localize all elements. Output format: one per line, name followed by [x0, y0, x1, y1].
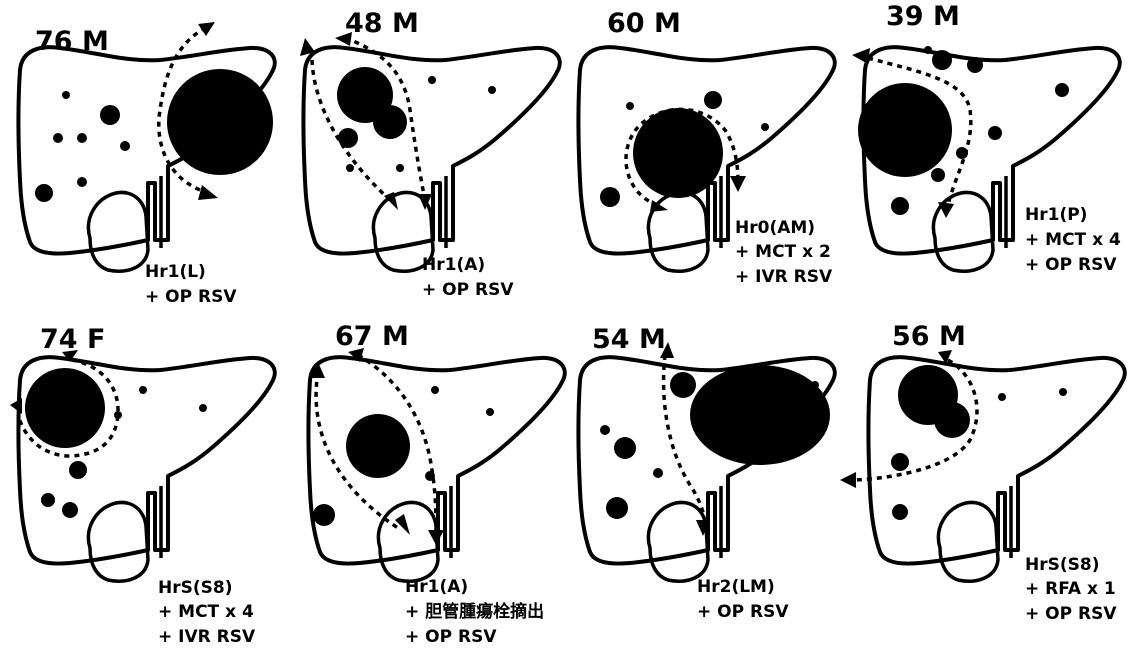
panel-5-age-sex: 74 F: [40, 324, 105, 355]
panel-2-age-sex: 48 M: [345, 8, 419, 39]
panel-6-procedure-line-2: + 胆管腫瘍栓摘出: [405, 601, 544, 622]
panel-7-procedure-line-2: + OP RSV: [697, 602, 789, 622]
panel-8-procedure-line-2: + RFA x 1: [1025, 579, 1116, 599]
panel-4-procedure-line-1: Hr1(P): [1025, 205, 1087, 225]
panel-4-tumors: [858, 46, 1069, 215]
panel-3: 60 M Hr0(AM) + MCT x 2 + IVR RSV: [579, 8, 835, 287]
panel-3-procedure-line-1: Hr0(AM): [735, 218, 815, 238]
panel-1: 76 M Hr1(L) + OP RSV: [19, 22, 275, 307]
panel-8-age-sex: 56 M: [892, 321, 966, 352]
panel-5-procedure-line-2: + MCT x 4: [158, 602, 254, 622]
panel-1-procedure-line-2: + OP RSV: [145, 287, 237, 307]
panel-4: 39 M Hr1(P) + MCT x 4 + OP RSV: [852, 1, 1121, 275]
panel-3-procedure-line-2: + MCT x 2: [735, 242, 831, 262]
panel-3-tumors: [600, 91, 769, 207]
panel-8: 56 M HrS(S8) + RFA x 1 + OP RSV: [840, 321, 1125, 624]
panel-7-age-sex: 54 M: [592, 324, 666, 355]
panel-3-age-sex: 60 M: [607, 8, 681, 39]
panel-8-procedure-line-1: HrS(S8): [1025, 555, 1099, 575]
panel-6-procedure-line-1: Hr1(A): [405, 577, 468, 597]
panel-5-procedure-line-3: + IVR RSV: [158, 627, 256, 647]
panel-2-procedure-line-2: + OP RSV: [422, 280, 514, 300]
panel-6-age-sex: 67 M: [335, 321, 409, 352]
panel-7-procedure-line-1: Hr2(LM): [697, 577, 775, 597]
panel-4-procedure-line-3: + OP RSV: [1025, 255, 1117, 275]
panel-2-procedure-line-1: Hr1(A): [422, 255, 485, 275]
panel-4-age-sex: 39 M: [886, 1, 960, 32]
panel-5: 74 F HrS(S8) + MCT x 4 + IVR RSV: [10, 324, 275, 647]
panel-8-tumors: [891, 365, 1067, 520]
panel-6: 67 M Hr1(A) + 胆管腫瘍栓摘出 + OP RSV: [309, 321, 565, 647]
panel-7: 54 M Hr2(LM) + OP RSV: [579, 324, 835, 622]
panel-5-tumors: [25, 368, 207, 518]
panel-8-procedure-line-3: + OP RSV: [1025, 604, 1117, 624]
panel-6-procedure-line-3: + OP RSV: [405, 627, 497, 647]
panel-5-procedure-line-1: HrS(S8): [158, 578, 232, 598]
panel-2: 48 M Hr1(A) + OP RSV: [300, 8, 560, 300]
panel-3-procedure-line-3: + IVR RSV: [735, 267, 833, 287]
panel-4-procedure-line-2: + MCT x 4: [1025, 230, 1121, 250]
panel-1-procedure-line-1: Hr1(L): [145, 262, 206, 282]
